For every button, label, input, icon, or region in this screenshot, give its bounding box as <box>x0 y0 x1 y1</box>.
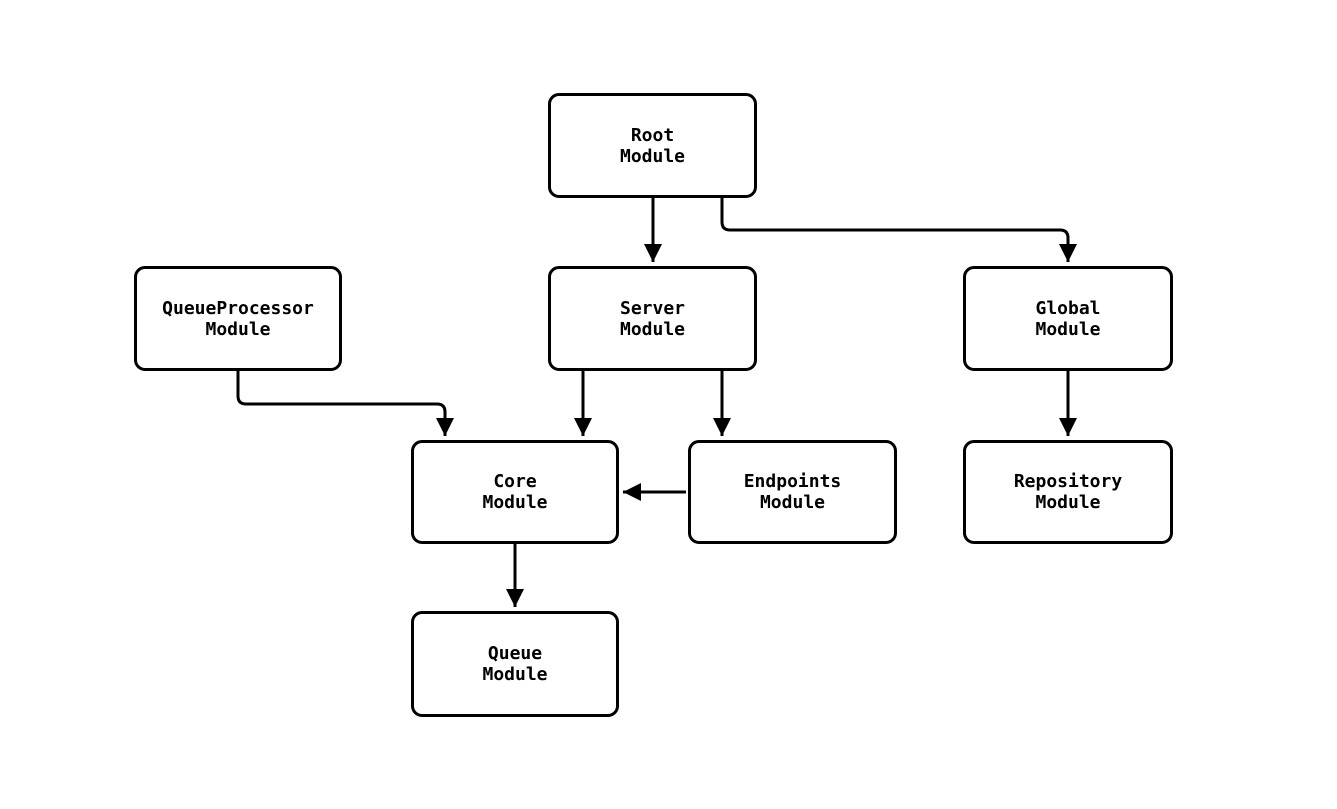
node-server-module: Server Module <box>548 266 757 371</box>
node-label: Server Module <box>619 297 686 340</box>
node-endpoints-module: Endpoints Module <box>688 440 897 544</box>
node-core-module: Core Module <box>411 440 619 544</box>
node-label: Core Module <box>482 471 548 513</box>
node-label: Endpoints Module <box>743 471 842 513</box>
node-label: Global Module <box>1035 297 1101 340</box>
edge-root-global <box>720 198 1077 262</box>
node-root-module: Root Module <box>548 93 757 198</box>
node-label: QueueProcessor Module <box>162 297 314 340</box>
node-global-module: Global Module <box>963 266 1173 371</box>
edge-queueprocessor-core <box>236 371 454 436</box>
node-label: Queue Module <box>482 643 548 685</box>
node-queue-module: Queue Module <box>411 611 619 717</box>
node-label: Repository Module <box>1013 471 1123 513</box>
node-queueprocessor-module: QueueProcessor Module <box>134 266 342 371</box>
node-label: Root Module <box>619 124 686 167</box>
node-repository-module: Repository Module <box>963 440 1173 544</box>
